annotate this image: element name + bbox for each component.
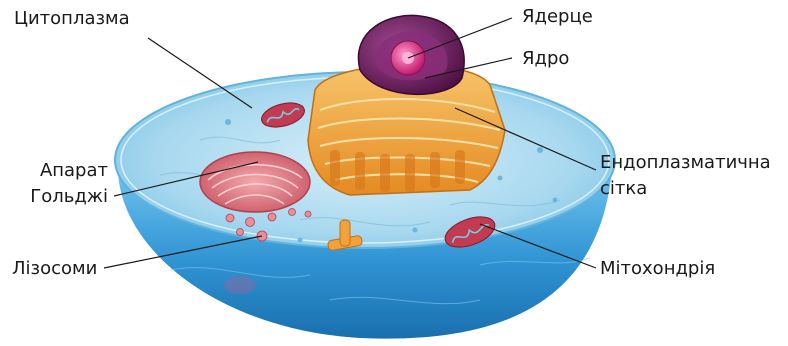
- label-lysosomes: Лізосоми: [12, 258, 97, 279]
- label-golgi-line2: Гольджі: [12, 186, 108, 207]
- label-nucleolus: Ядерце: [522, 6, 593, 27]
- label-er-line1: Ендоплазматична: [600, 152, 771, 173]
- label-nucleus: Ядро: [522, 48, 569, 69]
- label-er-line2: сітка: [600, 178, 647, 199]
- nucleus: [358, 15, 464, 94]
- label-golgi-line1: Апарат: [12, 160, 108, 181]
- label-mitochondrion: Мітохондрія: [600, 258, 715, 279]
- label-cytoplasm: Цитоплазма: [14, 8, 130, 29]
- mitochondrion-side: [224, 276, 256, 294]
